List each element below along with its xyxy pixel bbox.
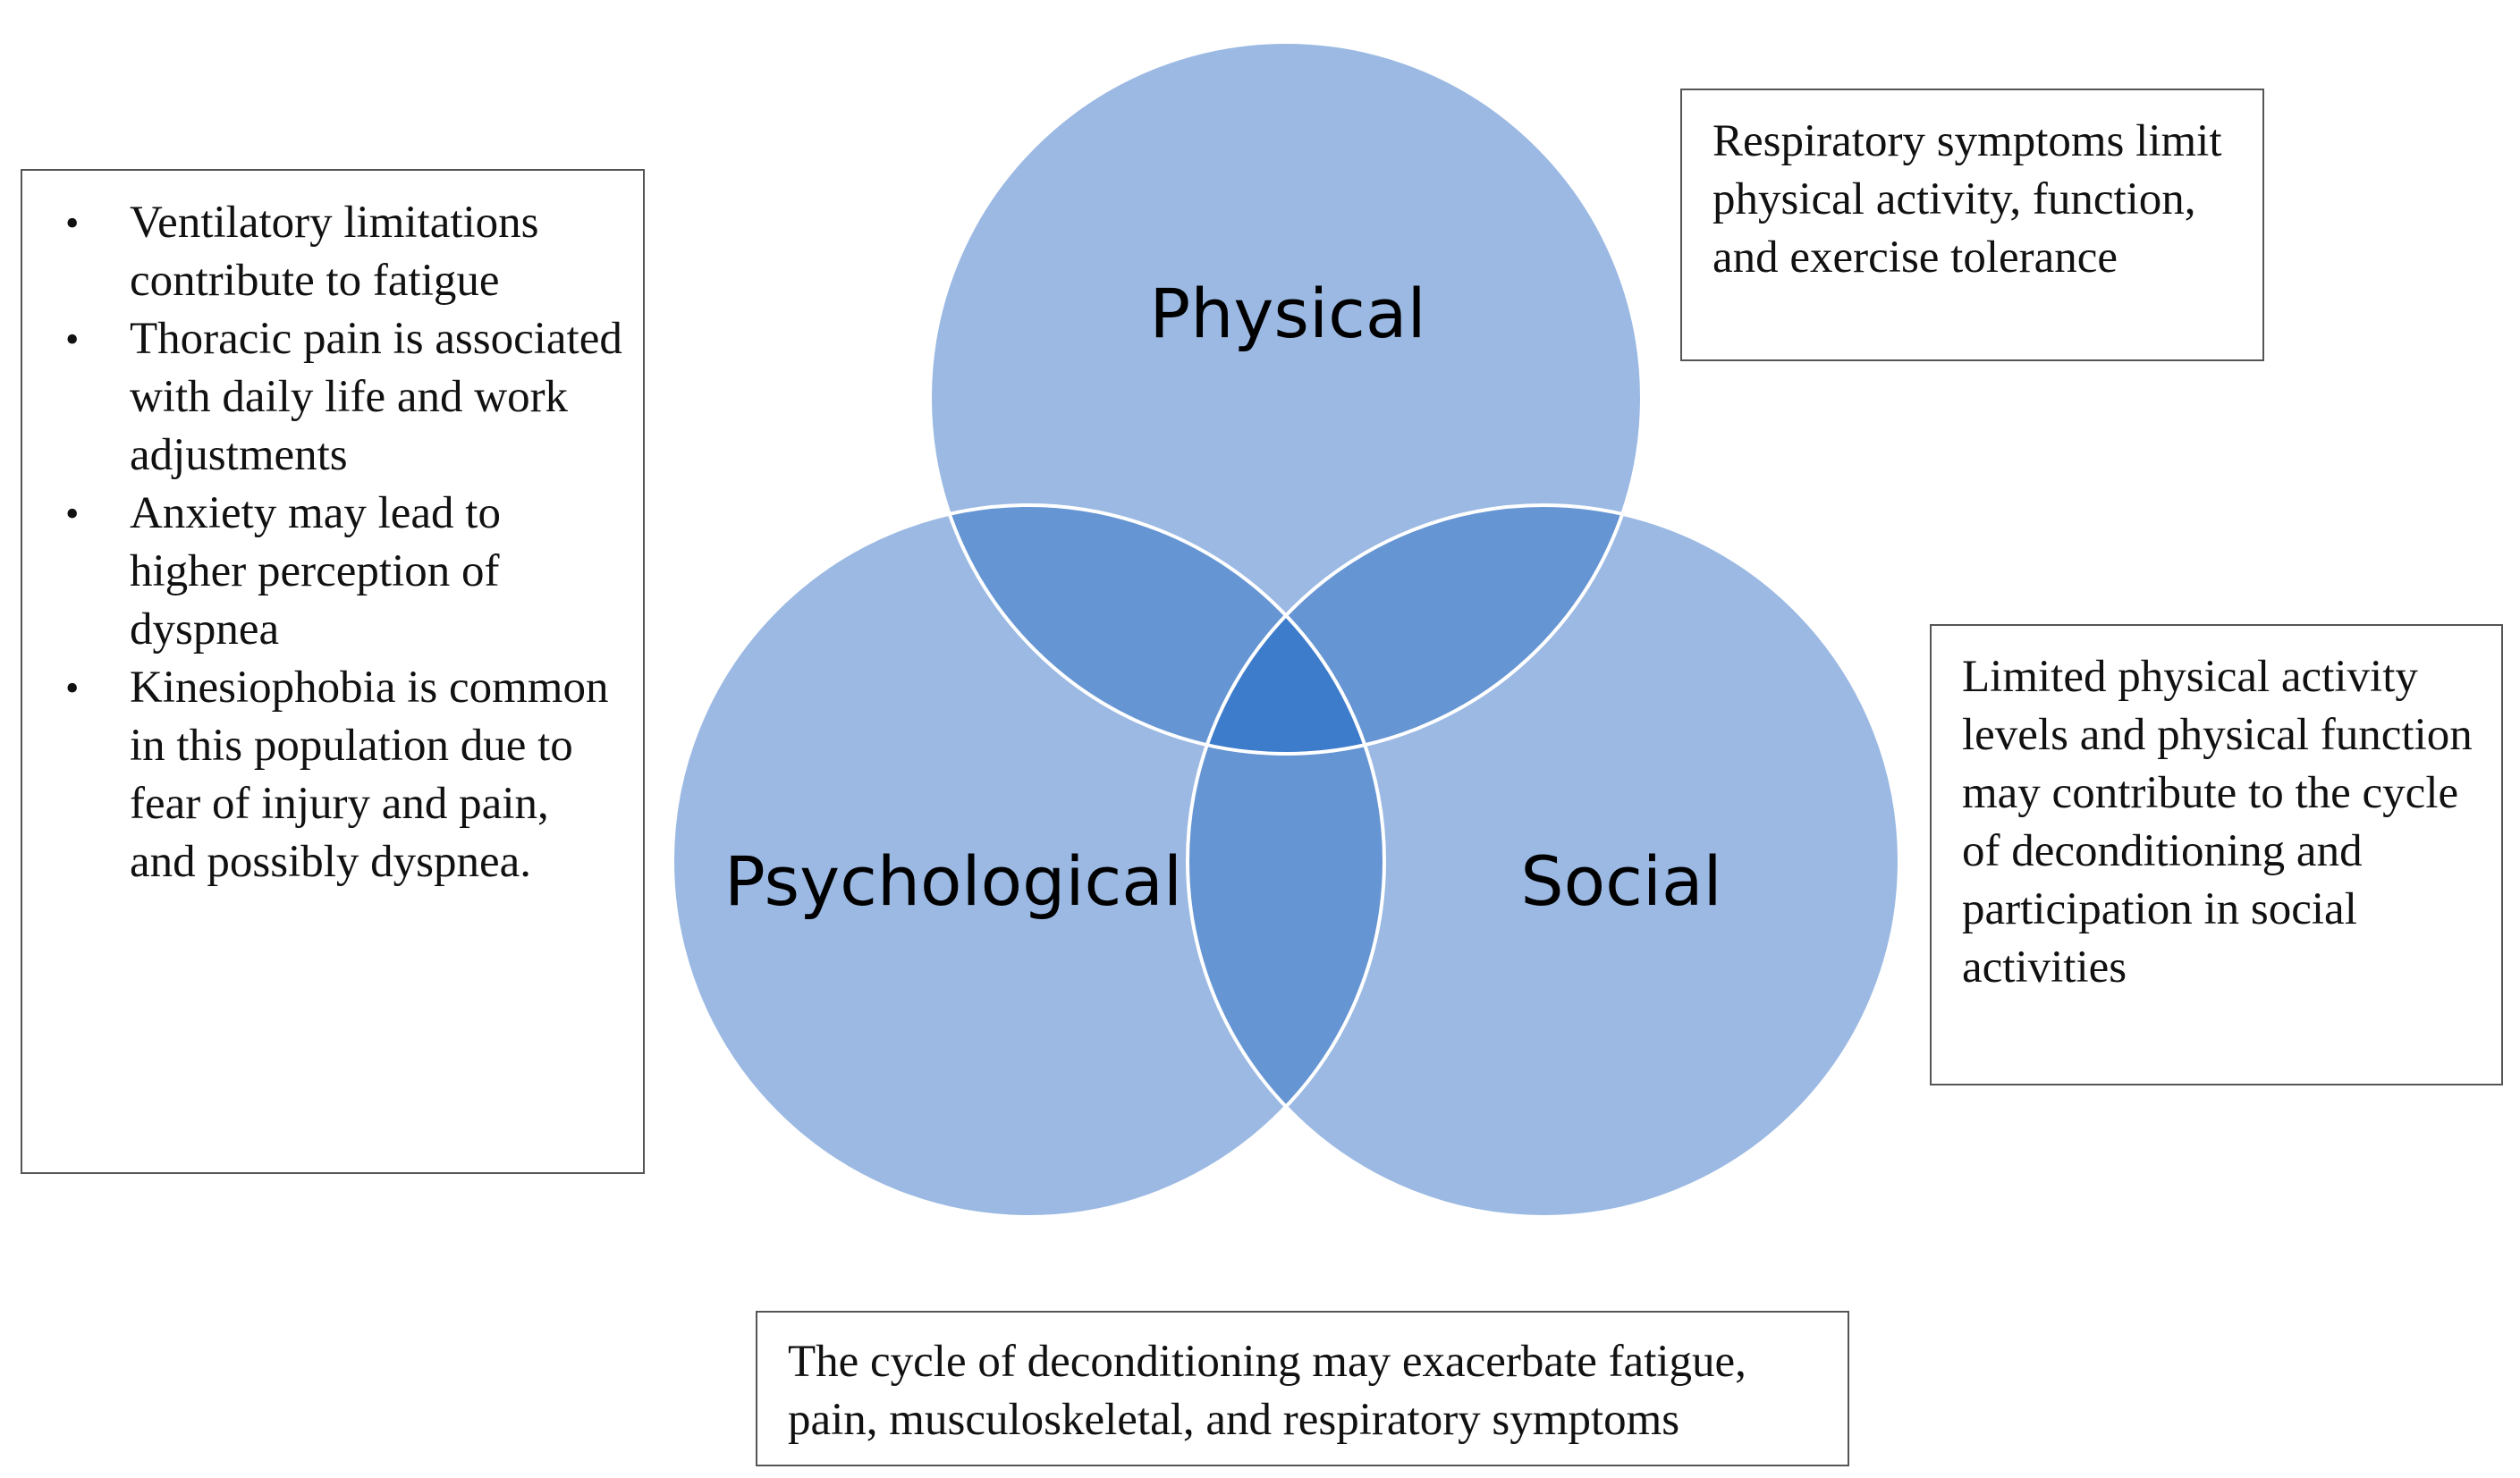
social-label: Social xyxy=(1520,841,1721,921)
social-note-text: Limited physical activity levels and phy… xyxy=(1962,652,2473,992)
physical-psychological-overlap xyxy=(930,505,1384,754)
bullet-item: Ventilatory limitations contribute to fa… xyxy=(40,194,625,310)
physical-note-box: Respiratory symptoms limit physical acti… xyxy=(1680,89,2264,361)
bullet-list: Ventilatory limitations contribute to fa… xyxy=(40,194,625,891)
physical-social-overlap xyxy=(1188,505,1642,754)
bullet-item: Thoracic pain is associated with daily l… xyxy=(40,310,625,485)
bullet-item: Kinesiophobia is common in this populati… xyxy=(40,659,625,891)
physical-label: Physical xyxy=(1149,274,1425,353)
bottom-note-box: The cycle of deconditioning may exacerba… xyxy=(756,1311,1849,1466)
physical-note-text: Respiratory symptoms limit physical acti… xyxy=(1712,116,2222,283)
psychological-outline xyxy=(671,503,1386,1219)
psychological-label: Psychological xyxy=(724,841,1182,921)
bullet-item: Anxiety may lead to higher perception of… xyxy=(40,485,625,659)
physical-outline xyxy=(928,40,1644,756)
social-note-box: Limited physical activity levels and phy… xyxy=(1930,624,2503,1085)
social-outline xyxy=(1186,503,1901,1219)
left-notes-box: Ventilatory limitations contribute to fa… xyxy=(21,169,645,1174)
bottom-note-text: The cycle of deconditioning may exacerba… xyxy=(788,1337,1746,1445)
